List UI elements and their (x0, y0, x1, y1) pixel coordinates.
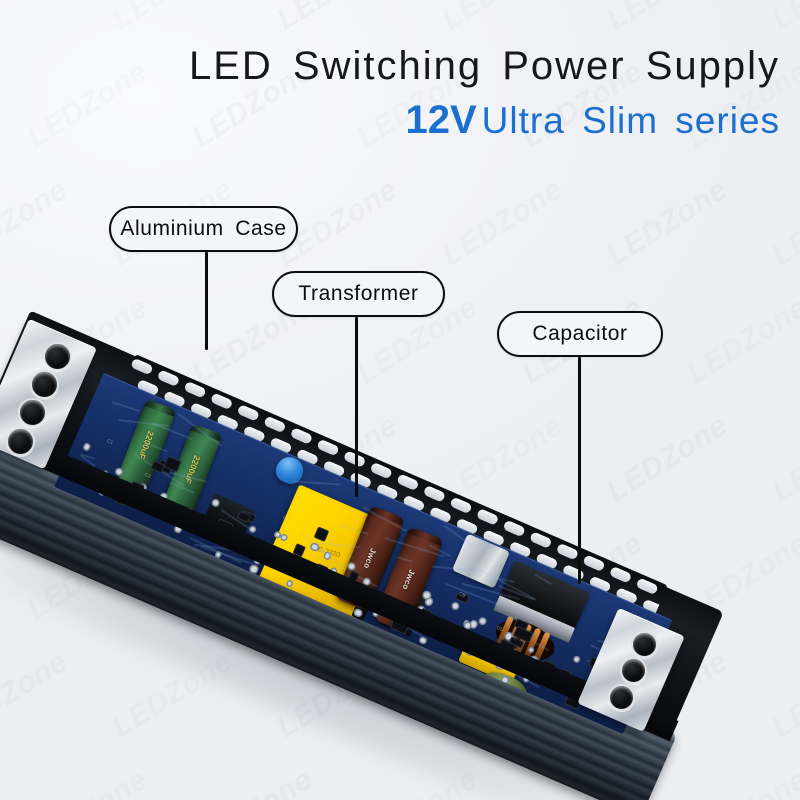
solder-pad (216, 552, 221, 557)
ventilation-slot (609, 566, 632, 584)
callout-capacitor: Capacitor (497, 311, 663, 357)
capacitor-top (144, 399, 176, 417)
product-subtitle: 12VUltra Slim series (0, 98, 780, 142)
ventilation-slot (316, 439, 339, 457)
leader-line-aluminium-case (205, 252, 208, 350)
power-supply-unit: EE-3320 2200uF 2200uF Jwco (0, 280, 800, 750)
callout-label: Capacitor (532, 322, 627, 346)
ventilation-slot (503, 520, 526, 538)
watermark-text: LEDZone (766, 173, 800, 273)
series-label: Ultra Slim series (482, 100, 780, 141)
ventilation-slot (290, 427, 313, 445)
ventilation-slot (449, 497, 472, 515)
callout-aluminium-case: Aluminium Case (109, 206, 298, 252)
capacitor-brand: Jwco (362, 547, 378, 570)
solder-pad (425, 598, 432, 605)
ventilation-slot (396, 474, 419, 492)
solder-pad (250, 566, 257, 573)
unit-body: EE-3320 2200uF 2200uF Jwco (0, 320, 719, 800)
watermark-text: LEDZone (186, 763, 319, 800)
ventilation-slot (183, 381, 206, 399)
watermark-text: LEDZone (436, 173, 569, 273)
terminal-screw-hole (43, 342, 72, 371)
silkscreen-label: C1 (106, 438, 114, 446)
product-title: LED Switching Power Supply (0, 44, 780, 89)
ventilation-slot (157, 369, 180, 387)
ventilation-slot (423, 485, 446, 503)
ventilation-slot (582, 554, 605, 572)
ventilation-slot (556, 543, 579, 561)
watermark-text: LEDZone (601, 0, 734, 37)
watermark-text: LEDZone (681, 763, 800, 800)
ventilation-slot (370, 462, 393, 480)
ventilation-slot (263, 416, 286, 434)
leader-line-capacitor (578, 357, 581, 584)
ventilation-slot (636, 578, 659, 596)
ventilation-slot (210, 393, 233, 411)
watermark-text: LEDZone (106, 0, 239, 37)
watermark-text: LEDZone (0, 173, 74, 273)
terminal-screw-hole (6, 427, 35, 456)
watermark-text: LEDZone (271, 0, 404, 37)
watermark-text: LEDZone (436, 0, 569, 37)
watermark-text: LEDZone (21, 763, 154, 800)
voltage-label: 12V (406, 98, 477, 142)
watermark-text: LEDZone (0, 0, 74, 37)
watermark-text: LEDZone (766, 0, 800, 37)
solder-pad (470, 621, 477, 628)
capacitor-top (408, 527, 444, 547)
solder-pad (479, 618, 485, 624)
ventilation-slot (130, 358, 153, 376)
solder-pad (84, 443, 90, 449)
capacitor-brand: Jwco (400, 568, 416, 591)
callout-transformer: Transformer (272, 271, 445, 317)
ventilation-slot (476, 508, 499, 526)
pcb-trace (111, 401, 140, 412)
solder-pad (420, 638, 426, 644)
capacitor-top (369, 505, 405, 525)
callout-label: Aluminium Case (120, 217, 286, 241)
solder-pad (452, 603, 459, 610)
ventilation-slot (529, 531, 552, 549)
ventilation-slot (237, 404, 260, 422)
watermark-text: LEDZone (601, 173, 734, 273)
solder-pad (574, 656, 580, 662)
callout-label: Transformer (298, 282, 418, 306)
leader-line-transformer (355, 317, 358, 497)
headline-block: LED Switching Power Supply 12VUltra Slim… (0, 44, 780, 142)
